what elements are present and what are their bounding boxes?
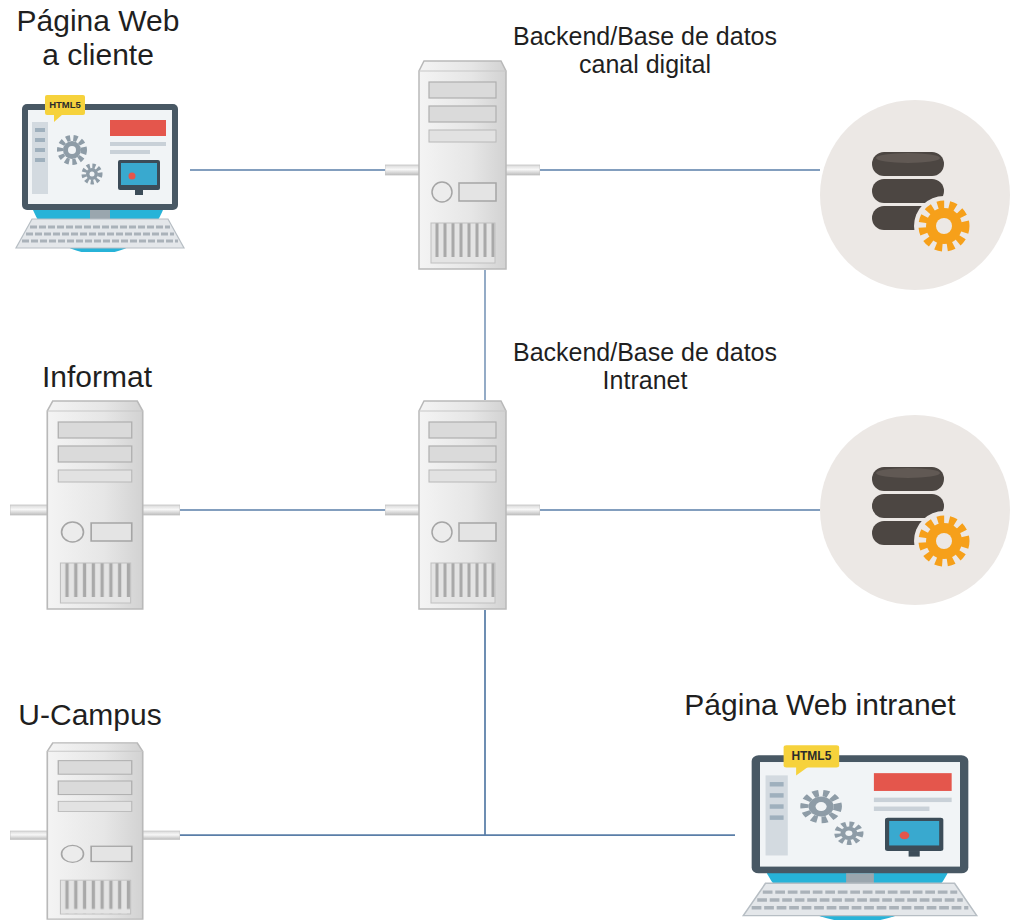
server-icon-graphic xyxy=(385,60,540,270)
computer-icon: Página Web intranet xyxy=(735,742,985,920)
connector-line xyxy=(485,610,735,835)
server-icon-graphic xyxy=(385,400,540,610)
node-label: Backend/Base de datos Intranet xyxy=(500,338,790,394)
server-icon: Backend/Base de datos Intranet xyxy=(385,400,540,610)
database-icon-graphic xyxy=(820,100,1010,290)
connector-line xyxy=(540,169,820,170)
computer-icon-graphic xyxy=(735,742,985,920)
connector-line xyxy=(484,270,485,400)
node-label: U-Campus xyxy=(0,698,190,732)
server-icon-graphic xyxy=(10,400,180,610)
database-icon xyxy=(820,100,1010,290)
node-label: Página Web a cliente xyxy=(6,4,191,71)
computer-icon-graphic xyxy=(10,92,190,252)
server-icon: Informat xyxy=(10,400,180,610)
icon-tag-text: HTML5 xyxy=(791,750,831,762)
connector-line xyxy=(190,169,385,170)
connector-line xyxy=(180,610,485,835)
server-icon-graphic xyxy=(10,742,180,920)
node-label: Informat xyxy=(0,360,197,394)
server-icon: Backend/Base de datos canal digital xyxy=(385,60,540,270)
connector-line xyxy=(180,835,735,836)
node-label: Backend/Base de datos canal digital xyxy=(500,22,790,78)
connector-line xyxy=(540,509,820,510)
icon-tag-text: HTML5 xyxy=(49,100,81,110)
connector-line xyxy=(180,509,385,510)
database-icon xyxy=(820,415,1010,605)
node-label: Página Web intranet xyxy=(660,688,980,722)
database-icon-graphic xyxy=(820,415,1010,605)
server-icon: U-Campus xyxy=(10,742,180,920)
computer-icon: Página Web a cliente xyxy=(10,92,190,252)
